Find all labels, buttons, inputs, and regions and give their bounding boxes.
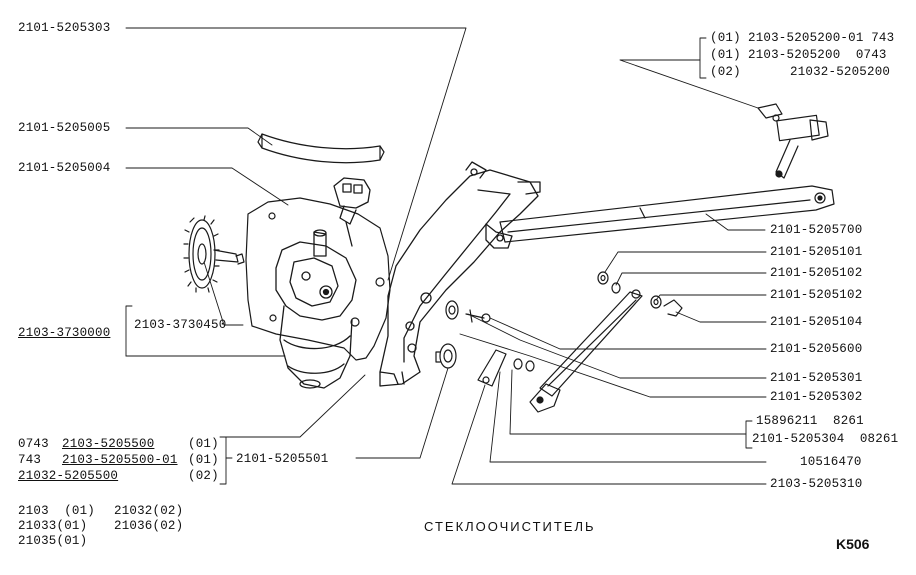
drive-gear — [183, 215, 245, 293]
rubber-strip — [257, 133, 385, 164]
wiper-pivot — [757, 103, 829, 179]
group-row-variant: (02) — [188, 469, 219, 483]
model-cell: 2103 (01) — [18, 504, 96, 518]
group-part: 2103-5205200-01 743 — [748, 31, 895, 45]
diagram-title: СТЕКЛООЧИСТИТЕЛЬ — [424, 519, 596, 534]
callout-arm-long: 2101-5205700 — [770, 223, 863, 237]
model-cell: 21036(02) — [114, 519, 184, 533]
model-cell: 21033(01) — [18, 519, 88, 533]
group-variant: (01) — [710, 48, 741, 62]
callout-clip: 2101-5205104 — [770, 315, 863, 329]
callout-gear: 2103-3730450 — [134, 318, 227, 332]
motor-plate — [245, 197, 391, 361]
callout-top-left: 2101-5205303 — [18, 21, 111, 35]
group-row-variant: (01) — [188, 437, 219, 451]
callout-strip: 2101-5205005 — [18, 121, 111, 135]
electrical-connector — [333, 177, 371, 247]
mounting-bracket — [379, 161, 541, 387]
group-row-part: 2103-5205500-01 — [62, 453, 178, 467]
callout-washer-a: 2101-5205101 — [770, 245, 863, 259]
group-row-part: 2103-5205500 — [62, 437, 155, 451]
group-row-prefix: 0743 — [18, 437, 49, 451]
callout-washer-c: 2101-5205102 — [770, 288, 863, 302]
group-variant: (02) — [710, 65, 741, 79]
callout-bolt: 2101-5205600 — [770, 342, 863, 356]
callout-nut-pair-2: 2101-5205304 08261 — [752, 432, 899, 446]
small-parts — [435, 271, 683, 413]
callout-nut-pair-1: 15896211 8261 — [756, 414, 864, 428]
callout-bush-b: 2101-5205302 — [770, 390, 863, 404]
group-part: 2103-5205200 0743 — [748, 48, 887, 62]
group-row-prefix: 743 — [18, 453, 42, 467]
group-row-part: 21032-5205500 — [18, 469, 119, 483]
sheet-code: K506 — [836, 536, 870, 552]
motor-body — [275, 229, 357, 389]
callout-small-bolt: 10516470 — [800, 455, 862, 469]
group-part: 21032-5205200 — [790, 65, 891, 79]
callout-bush-a: 2101-5205301 — [770, 371, 863, 385]
callout-lever: 2103-5205310 — [770, 477, 863, 491]
model-cell: 21035(01) — [18, 534, 88, 548]
callout-bracket: 2101-5205004 — [18, 161, 111, 175]
wiper-rod — [499, 185, 835, 243]
leader-lines — [125, 27, 767, 485]
callout-mount-block: 2101-5205501 — [236, 452, 329, 466]
group-variant: (01) — [710, 31, 741, 45]
callout-washer-b: 2101-5205102 — [770, 266, 863, 280]
callout-motor-assembly: 2103-3730000 — [18, 326, 111, 340]
group-row-variant: (01) — [188, 453, 219, 467]
model-cell: 21032(02) — [114, 504, 184, 518]
